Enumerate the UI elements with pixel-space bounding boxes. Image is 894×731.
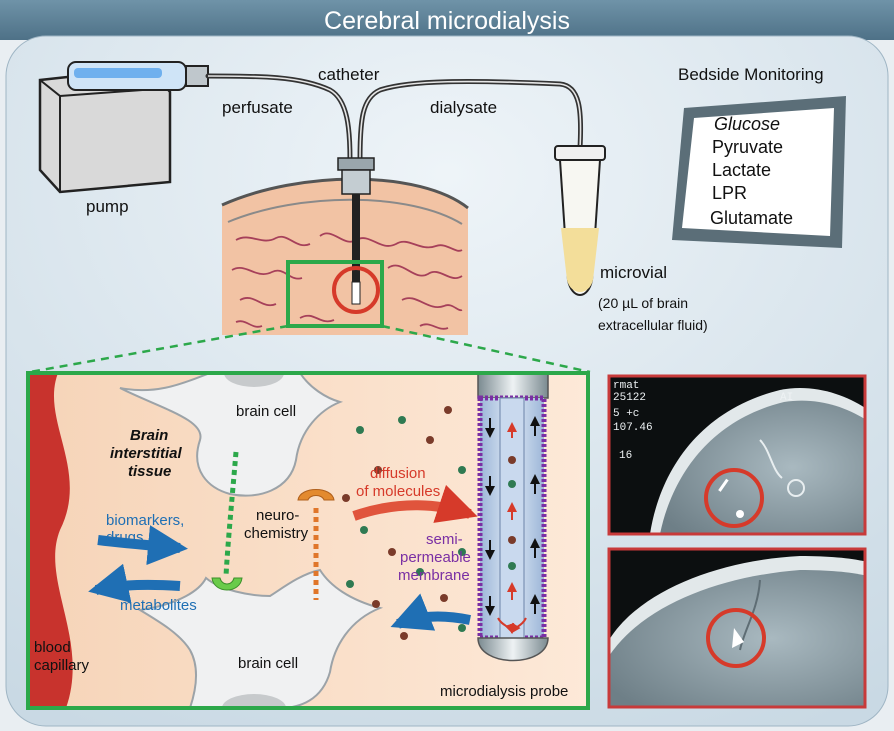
diffusion-label-2: of molecules	[356, 483, 440, 500]
neurochemistry-label-2: chemistry	[244, 525, 309, 542]
probe-highlight-circle	[332, 266, 380, 314]
microvial-note-1: (20 µL of brain	[598, 295, 688, 311]
metabolites-label: metabolites	[120, 597, 197, 614]
probe-label: microdialysis probe	[440, 683, 568, 700]
ct-text-3: 5 +c	[613, 408, 639, 420]
membrane-label-2: permeable	[400, 549, 471, 566]
zoom-box	[286, 260, 384, 328]
catheter-label: catheter	[318, 65, 380, 84]
ct-text-1: rmat	[613, 380, 639, 392]
membrane-label-1: semi-	[426, 531, 463, 548]
header-bar	[0, 0, 894, 40]
monitor-item-glutamate: Glutamate	[710, 208, 793, 228]
ct-scan-top: rmat 25122 5 +c 107.46 16 AI	[607, 374, 867, 536]
dialysate-label: dialysate	[430, 98, 497, 117]
brain-cell-top-label: brain cell	[236, 403, 296, 420]
brain-section	[221, 157, 469, 335]
ct-text-6: AI	[780, 392, 793, 404]
pump-icon	[38, 61, 209, 194]
monitoring-heading: Bedside Monitoring	[678, 65, 824, 84]
blood-label-2: capillary	[34, 657, 90, 674]
monitor-item-lactate: Lactate	[712, 160, 771, 180]
perfusate-label: perfusate	[222, 98, 293, 117]
monitor-item-glucose: Glucose	[714, 114, 780, 134]
pump-label: pump	[86, 197, 129, 216]
membrane-label-3: membrane	[398, 567, 470, 584]
microvial-label: microvial	[600, 263, 667, 282]
biomarkers-label-1: biomarkers,	[106, 512, 184, 529]
ct-highlight-bottom	[706, 608, 766, 668]
monitor-item-pyruvate: Pyruvate	[712, 137, 783, 157]
diffusion-label-1: diffusion	[370, 465, 426, 482]
ct-highlight-top	[704, 468, 764, 528]
tubing-highlight	[207, 75, 582, 161]
brain-cell-bottom-label: brain cell	[238, 655, 298, 672]
interstitial-label-3: tissue	[128, 463, 171, 480]
monitor-item-lpr: LPR	[712, 183, 747, 203]
detail-panel	[28, 373, 588, 708]
page-title: Cerebral microdialysis	[324, 7, 570, 35]
ct-scan-bottom	[607, 547, 867, 709]
zoom-connectors	[29, 324, 591, 374]
interstitial-label-2: interstitial	[110, 445, 183, 462]
diffusion-arrow	[352, 484, 478, 523]
blood-label-1: blood	[34, 639, 71, 656]
biomarkers-arrow	[97, 525, 188, 566]
return-arrow	[390, 593, 471, 631]
molecule-dots	[342, 406, 516, 640]
bedside-monitor	[672, 96, 846, 248]
detail-frame	[26, 371, 590, 710]
ct-text-4: 107.46	[613, 422, 653, 434]
biomarkers-label-2: drugs	[106, 529, 144, 546]
microvial-icon	[554, 145, 606, 296]
neurochemistry-label-1: neuro-	[256, 507, 299, 524]
metabolites-arrow	[88, 563, 181, 603]
interstitial-label-1: Brain	[130, 427, 168, 444]
microvial-note-2: extracellular fluid)	[598, 317, 708, 333]
ct-text-2: 25122	[613, 392, 646, 404]
ct-text-5: 16	[619, 450, 632, 462]
